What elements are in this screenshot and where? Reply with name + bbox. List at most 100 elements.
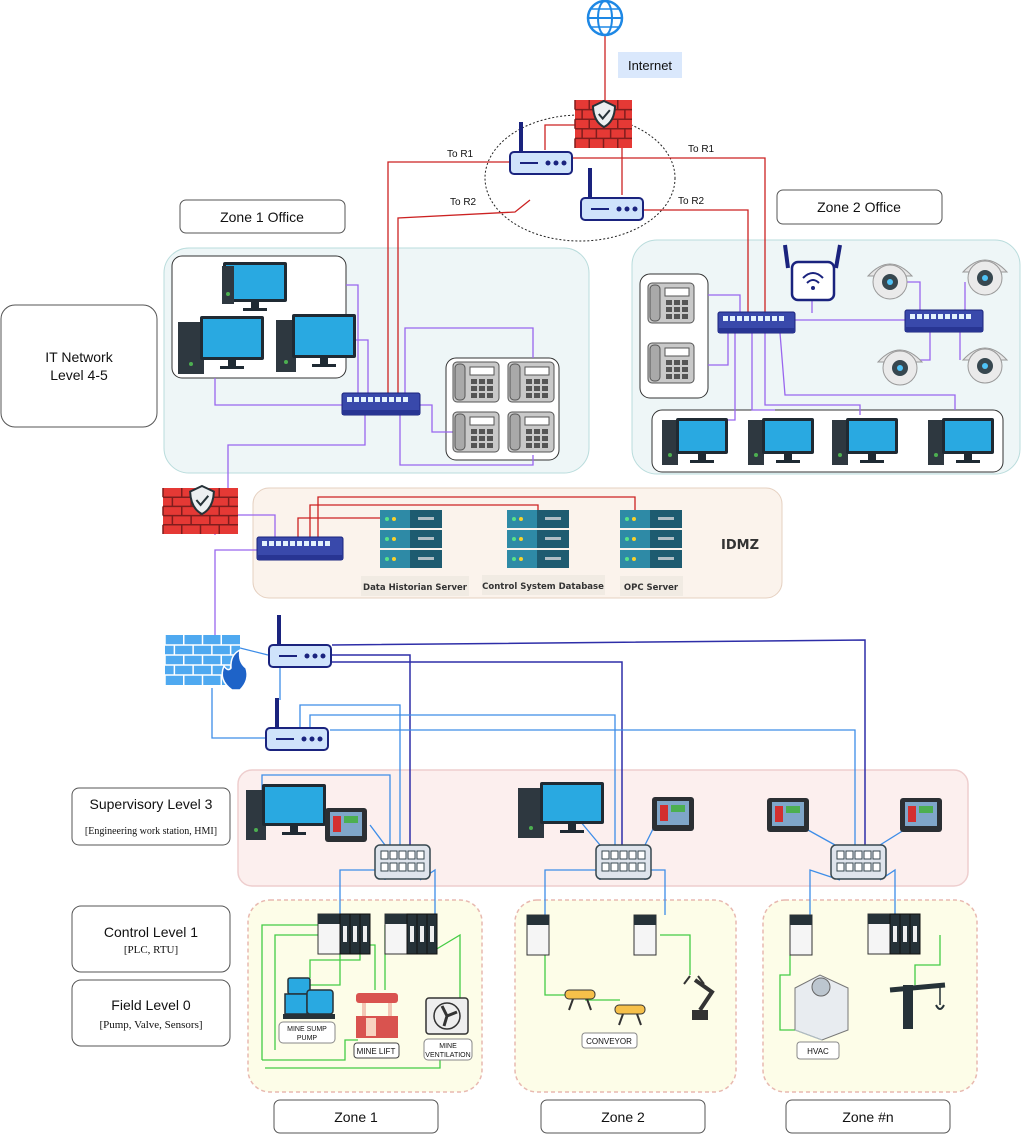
connection-line (309, 950, 361, 978)
wifi-access-point-icon (783, 244, 842, 302)
hub-port (416, 850, 425, 860)
server-led (625, 557, 629, 561)
switch-port (262, 541, 267, 546)
connection-line (644, 209, 749, 315)
phone-key (682, 307, 688, 312)
phone-key (534, 386, 540, 391)
device-label-box (278, 1021, 336, 1044)
switch-port (389, 397, 394, 402)
internet-label: Internet (628, 58, 672, 73)
router-icon (265, 698, 329, 751)
switch-port (737, 316, 742, 321)
phone-display (469, 416, 495, 426)
phone-key (542, 429, 548, 434)
phone-key (479, 443, 485, 448)
hub-port (416, 862, 425, 872)
zone2-label-box (540, 1099, 706, 1134)
pump-head (284, 993, 308, 1015)
hub-port (398, 850, 407, 860)
plc-io-label (410, 926, 414, 942)
connection-line (261, 924, 318, 1060)
phone-key (471, 436, 477, 441)
connection-line (660, 934, 691, 975)
switch-port (375, 397, 380, 402)
device-label: MINE LIFT (357, 1047, 396, 1056)
plc-io-label (903, 926, 907, 942)
wan-link-label: To R2 (678, 196, 705, 207)
server-led (519, 537, 523, 541)
phone-key (479, 379, 485, 384)
connection-line (309, 714, 616, 845)
power-led (934, 453, 938, 457)
connection-line (544, 124, 585, 150)
hmi-panel-icon (767, 798, 809, 832)
field-subtitle: [Pump, Valve, Sensors] (99, 1019, 202, 1031)
switch-port (723, 316, 728, 321)
plc-cpu-top (318, 914, 340, 924)
monitor-screen (765, 421, 811, 451)
router-led (561, 160, 567, 166)
connection-line (708, 294, 741, 313)
monitor-base (776, 460, 800, 463)
hub-port (601, 850, 610, 860)
connection-line (809, 869, 841, 915)
connection-line (572, 157, 766, 315)
switch-port (765, 316, 770, 321)
monitor-stand (251, 302, 259, 308)
desk-phone-icon (452, 361, 500, 403)
zone1-office-label-box (179, 199, 346, 234)
router-led (301, 736, 307, 742)
phone-key (674, 314, 680, 319)
connection-line (297, 517, 380, 537)
server-led (392, 537, 396, 541)
switch-port (361, 397, 366, 402)
hub-port (610, 850, 619, 860)
monitor-stand (568, 824, 576, 830)
wan-link-label: To R1 (447, 149, 474, 160)
connection-line (399, 415, 534, 466)
switch-port (758, 316, 763, 321)
plc-icon (526, 914, 550, 956)
supervisory-label-box (71, 787, 231, 846)
phone-handset (509, 363, 521, 401)
ethernet-hub-icon (830, 844, 887, 880)
phone-key (471, 429, 477, 434)
server-led (385, 517, 389, 521)
monitor-icon (676, 418, 728, 463)
ethernet-hub-icon (595, 844, 652, 880)
phone-display (664, 287, 690, 297)
fan-ring (433, 1002, 461, 1030)
plc-cpu-top (527, 915, 549, 925)
switch-port (910, 314, 915, 319)
connection-line (239, 647, 269, 656)
hmi-graphic (908, 806, 916, 822)
desk-phone-icon (647, 282, 695, 324)
check (598, 109, 611, 121)
fire-icon (221, 648, 248, 691)
phone-key (534, 393, 540, 398)
phone-key (674, 307, 680, 312)
connection-line (369, 824, 386, 846)
tower-body (222, 266, 234, 304)
hub-port (637, 850, 646, 860)
tower-body (276, 320, 296, 372)
server-rack-icon (380, 510, 442, 568)
plc-io-label (430, 926, 434, 942)
switch-port (290, 541, 295, 546)
computer-tower-icon (832, 420, 848, 465)
device-label-box (581, 1032, 638, 1049)
monitor-base (220, 366, 244, 369)
device-label: MINE SUMP (287, 1026, 327, 1033)
lift-rail (388, 1003, 392, 1016)
device-label-box (423, 1038, 473, 1061)
server-slot (545, 557, 561, 560)
connection-line (779, 955, 795, 1031)
wan-edge-boundary (484, 114, 676, 242)
lift-top (356, 993, 398, 1003)
phone-key (542, 386, 548, 391)
phone-key (487, 379, 493, 384)
it-network-subtitle: Level 4-5 (50, 367, 108, 383)
phone-key (471, 386, 477, 391)
plc-cpu-top (634, 915, 656, 925)
monitor-base (282, 832, 306, 835)
